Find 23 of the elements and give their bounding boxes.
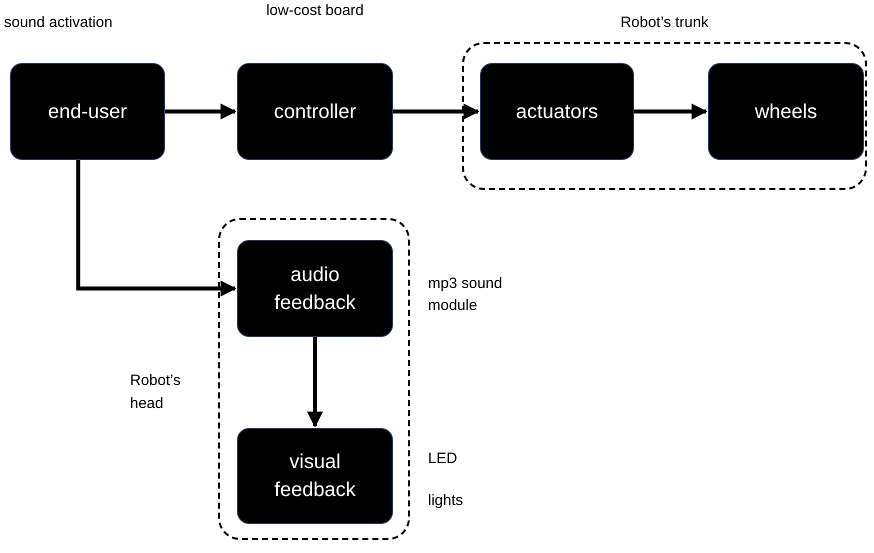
arrow — [634, 104, 708, 120]
arrow — [307, 337, 323, 428]
group-label: Robot’s head — [130, 371, 182, 414]
process-box — [237, 240, 393, 337]
process-box — [237, 63, 393, 160]
box-label: controller — [274, 100, 356, 124]
box-label: visual feedback — [273, 450, 357, 503]
process-box — [480, 63, 634, 160]
annotation: sound activation — [4, 13, 114, 33]
annotation: mp3 sound module — [428, 274, 504, 316]
arrow — [76, 160, 237, 296]
box-label: audio feedback — [273, 262, 357, 316]
annotation: LED lights — [428, 449, 464, 511]
process-box — [10, 63, 165, 160]
box-label: end-user — [48, 100, 127, 124]
process-box — [708, 63, 864, 160]
arrow — [165, 104, 237, 120]
box-label: wheels — [754, 100, 818, 124]
box-label: actuators — [516, 100, 598, 124]
arrow — [393, 104, 480, 120]
process-box — [237, 428, 393, 524]
annotation: low-cost board — [265, 1, 365, 21]
group-label: Robot’s trunk — [619, 13, 710, 33]
